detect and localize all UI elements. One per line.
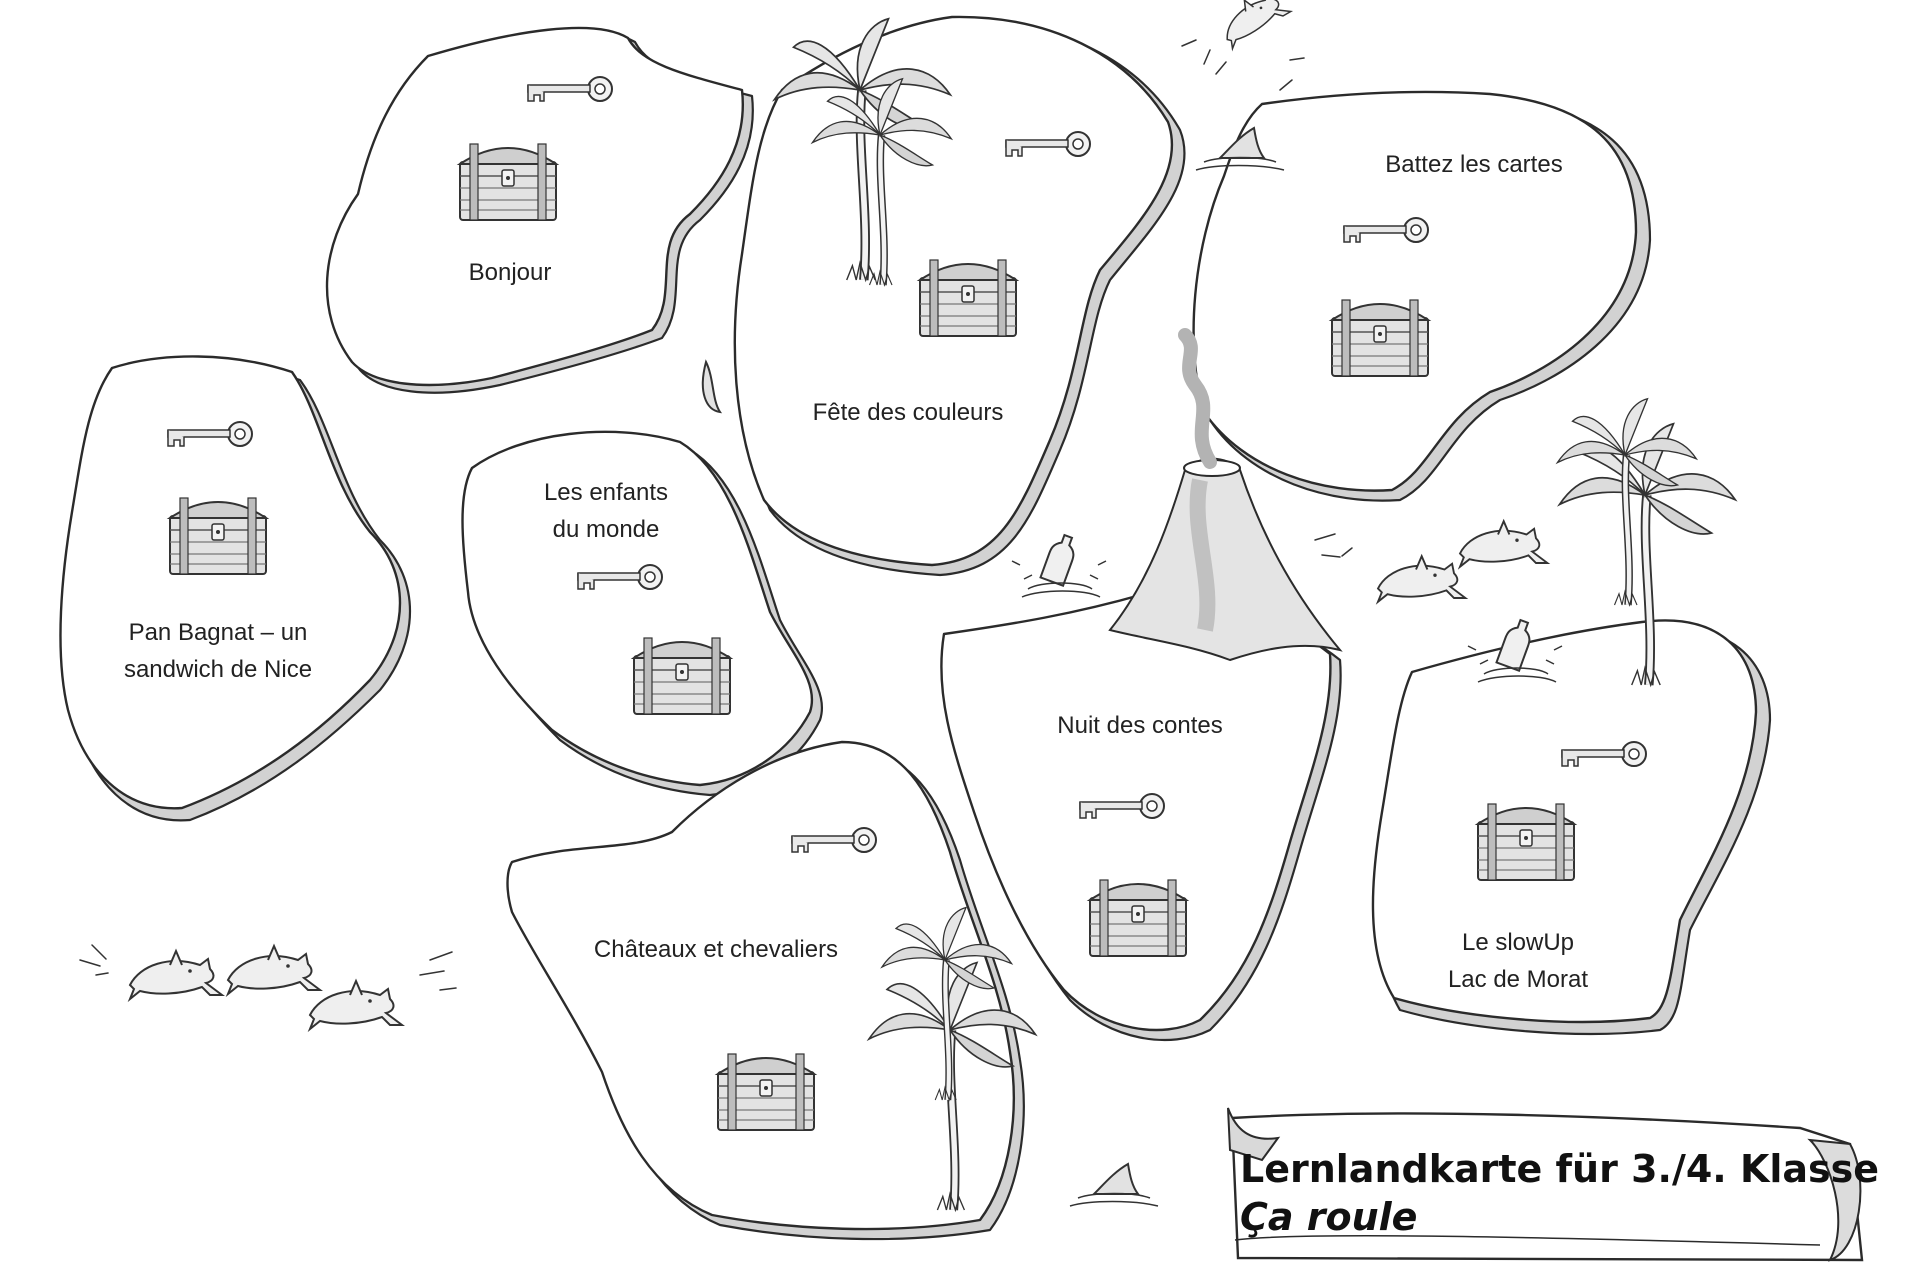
dolphin-icon — [227, 945, 321, 995]
island-label: Lac de Morat — [1448, 966, 1588, 993]
island-label: du monde — [553, 516, 660, 543]
volcano-icon — [1108, 328, 1343, 662]
shark-fin-icon — [1069, 1163, 1159, 1207]
dolphin-icon — [1213, 0, 1294, 50]
island-label: sandwich de Nice — [124, 656, 312, 683]
island-label: Fête des couleurs — [813, 399, 1004, 426]
dolphin-icon — [1459, 520, 1549, 568]
island-label: Le slowUp — [1462, 929, 1574, 956]
dolphin-icon — [129, 950, 223, 1000]
dolphin-icon — [1377, 555, 1467, 603]
treasure-chest-icon — [1089, 879, 1187, 957]
island-label: Nuit des contes — [1057, 712, 1222, 739]
treasure-chest-icon — [919, 259, 1017, 337]
island-battez — [1192, 90, 1652, 502]
shark-fin-icon — [701, 359, 723, 414]
island-pan-bagnat — [59, 355, 412, 822]
treasure-chest-icon — [1331, 299, 1429, 377]
island-label: Pan Bagnat – un — [129, 619, 308, 646]
island-label: Battez les cartes — [1385, 151, 1562, 178]
island-label: Bonjour — [469, 259, 552, 286]
banner-title: Lernlandkarte für 3./4. Klasse — [1240, 1147, 1879, 1191]
banner-subtitle: Ça roule — [1240, 1195, 1417, 1239]
dolphin-icon — [309, 980, 403, 1030]
palm-tree-icon — [1558, 399, 1697, 605]
island-chateaux — [506, 740, 1025, 1241]
water-splash — [1314, 533, 1353, 558]
water-splash — [1181, 39, 1305, 91]
island-nuit — [940, 590, 1342, 1042]
treasure-chest-icon — [633, 637, 731, 715]
title-banner: Lernlandkarte für 3./4. Klasse Ça roule — [1227, 1107, 1879, 1262]
island-label: Châteaux et chevaliers — [594, 936, 838, 963]
treasure-chest-icon — [717, 1053, 815, 1131]
treasure-chest-icon — [169, 497, 267, 575]
treasure-chest-icon — [459, 143, 557, 221]
message-bottle-icon — [1011, 531, 1107, 598]
water-splash — [79, 944, 457, 991]
treasure-chest-icon — [1477, 803, 1575, 881]
island-label: Les enfants — [544, 479, 668, 506]
